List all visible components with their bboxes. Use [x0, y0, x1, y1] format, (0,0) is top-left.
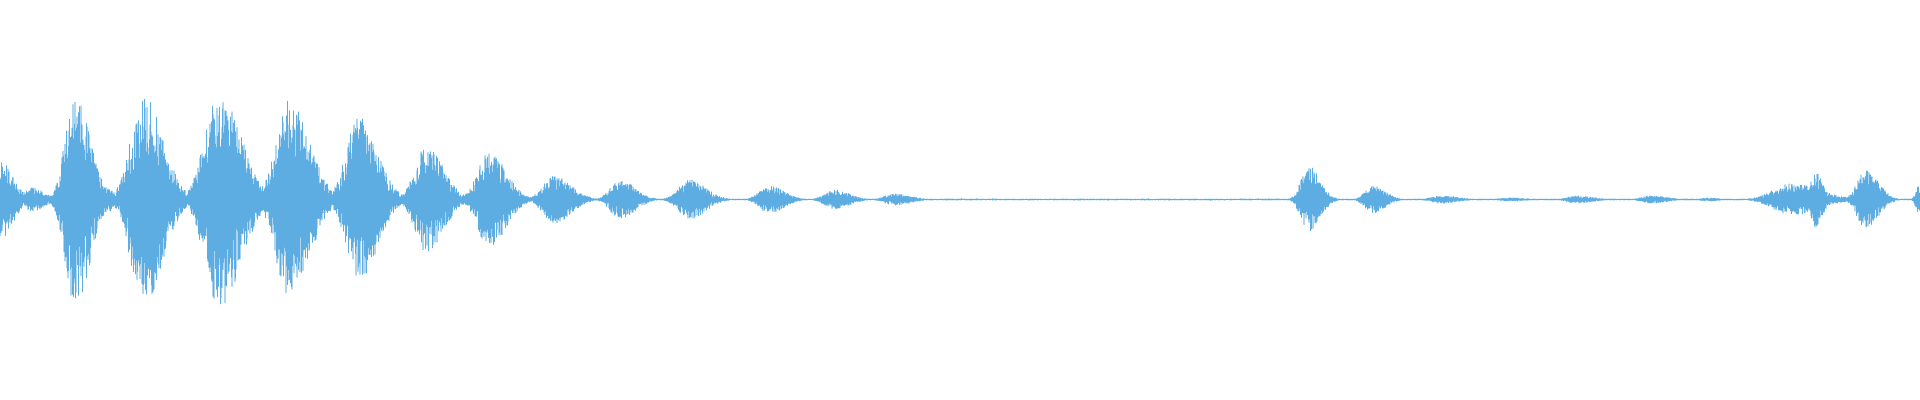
waveform-path	[0, 98, 1920, 305]
